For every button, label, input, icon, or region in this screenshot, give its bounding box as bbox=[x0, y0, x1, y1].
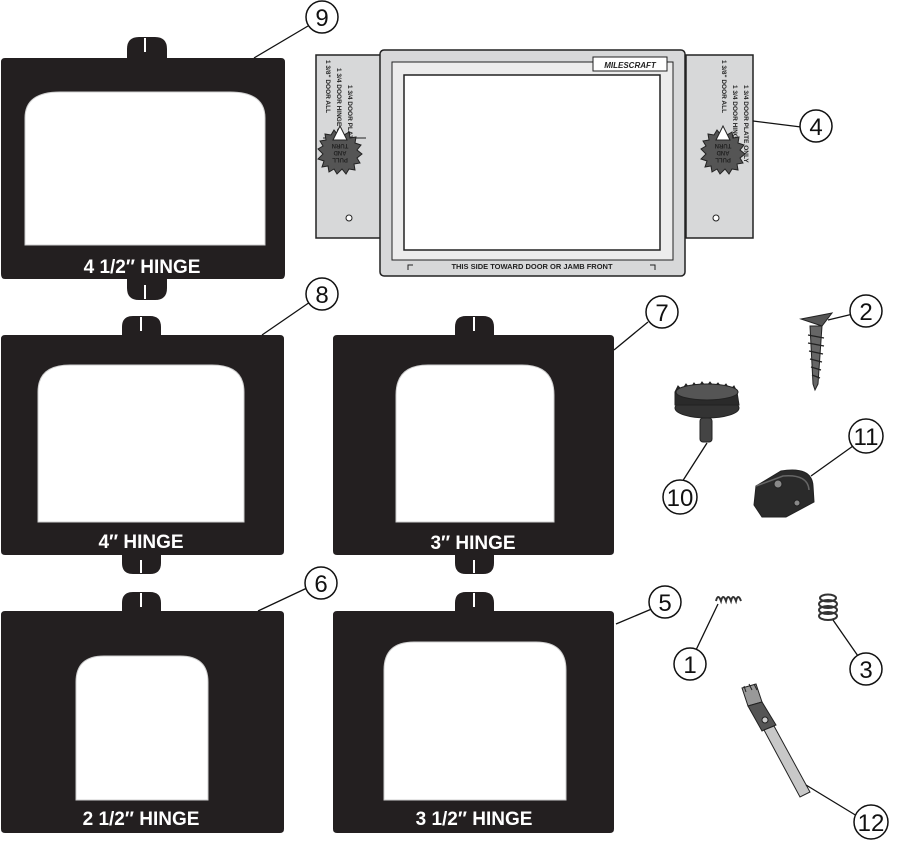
callout-9: 9 bbox=[305, 0, 339, 34]
right-wing-label: 1 3/4 DOOR PLATE ONLY bbox=[742, 85, 749, 163]
plate-label: 4″ HINGE bbox=[98, 532, 183, 553]
knob-text: PULL bbox=[715, 156, 731, 162]
plate-label: 4 1/2″ HINGE bbox=[84, 257, 201, 278]
svg-text:4: 4 bbox=[809, 114, 822, 141]
triangle-pointer-icon bbox=[715, 124, 731, 141]
template-plate-5: 3 1/2″ HINGE bbox=[333, 592, 614, 833]
svg-text:7: 7 bbox=[655, 300, 668, 327]
knob-icon bbox=[674, 381, 740, 443]
callout-3: 3 bbox=[849, 652, 883, 686]
block-icon bbox=[753, 469, 815, 518]
callout-12: 12 bbox=[853, 804, 889, 840]
plate-label: 2 1/2″ HINGE bbox=[83, 809, 200, 830]
base-bottom-text: THIS SIDE TOWARD DOOR OR JAMB FRONT bbox=[451, 262, 613, 271]
callout-leaders bbox=[253, 25, 859, 817]
callout-8: 8 bbox=[305, 277, 339, 311]
callout-10: 10 bbox=[662, 479, 698, 515]
callout-5: 5 bbox=[648, 585, 682, 619]
brand-logo: MILESCRAFT bbox=[604, 61, 657, 70]
knob-text: TURN bbox=[332, 142, 349, 148]
callout-6: 6 bbox=[304, 566, 338, 600]
svg-text:6: 6 bbox=[314, 571, 327, 598]
svg-text:8: 8 bbox=[315, 282, 328, 309]
right-wing-label: 1 3/8" DOOR ALL bbox=[720, 60, 727, 113]
knob-text: PULL bbox=[332, 156, 348, 162]
callout-11: 11 bbox=[848, 418, 884, 454]
knob-text: TURN bbox=[715, 142, 732, 148]
template-plate-9: 4 1/2″ HINGE bbox=[1, 37, 285, 300]
knob-text: AND bbox=[716, 149, 730, 155]
plate-label: 3″ HINGE bbox=[430, 533, 515, 554]
left-wing-label: 1 3/4 DOOR HINGE ONLY bbox=[335, 68, 342, 146]
left-wing-label: 1 3/8" DOOR ALL bbox=[324, 60, 331, 113]
right-wing-label: 1 3/4 DOOR HINGE ONLY bbox=[731, 85, 738, 163]
spring-icon bbox=[715, 596, 742, 605]
coil-spring-icon bbox=[818, 593, 838, 621]
svg-text:11: 11 bbox=[854, 424, 879, 451]
svg-text:1: 1 bbox=[683, 652, 696, 679]
knob-text: AND bbox=[333, 149, 347, 155]
callout-7: 7 bbox=[645, 295, 679, 329]
svg-text:5: 5 bbox=[658, 590, 671, 617]
svg-text:2: 2 bbox=[859, 299, 872, 326]
pin-icon bbox=[741, 683, 811, 798]
template-plate-7: 3″ HINGE bbox=[333, 316, 614, 574]
triangle-pointer-icon bbox=[332, 124, 348, 141]
svg-text:9: 9 bbox=[315, 5, 328, 32]
left-wing-label: 1 3/4 DOOR PLATE ONLY bbox=[346, 85, 353, 163]
template-plate-6: 2 1/2″ HINGE bbox=[1, 592, 284, 833]
svg-text:10: 10 bbox=[667, 485, 694, 512]
svg-text:12: 12 bbox=[858, 810, 885, 837]
template-plate-8: 4″ HINGE bbox=[1, 316, 284, 574]
callout-1: 1 bbox=[673, 647, 707, 681]
base-template: MILESCRAFT THIS SIDE TOWARD DOOR OR JAMB… bbox=[315, 49, 754, 277]
callout-2: 2 bbox=[849, 294, 883, 328]
screw-icon bbox=[799, 312, 834, 392]
svg-text:3: 3 bbox=[859, 657, 872, 684]
callout-4: 4 bbox=[799, 109, 833, 143]
plate-label: 3 1/2″ HINGE bbox=[416, 809, 533, 830]
